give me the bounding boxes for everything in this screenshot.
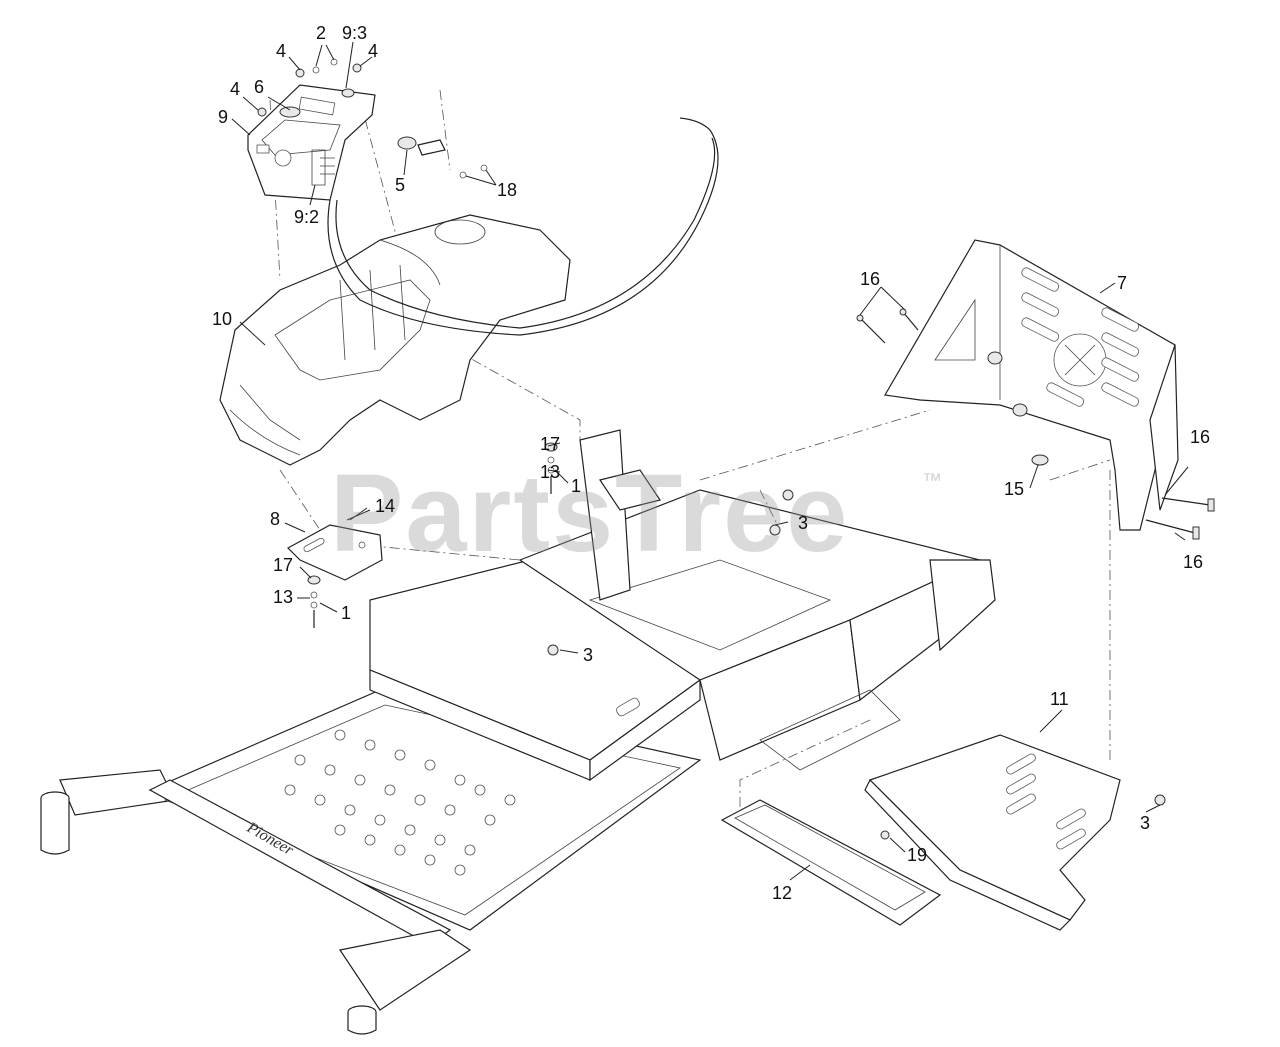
callout-label: 5 <box>395 175 406 195</box>
callout-label: 1 <box>571 476 582 496</box>
callout-label: 19 <box>907 845 928 865</box>
callout-label: 3 <box>798 513 809 533</box>
callout-label: 3 <box>1140 813 1151 833</box>
callout-label: 16 <box>1183 552 1204 572</box>
seat-mount-plate <box>884 239 1179 531</box>
panel-hardware <box>257 58 488 179</box>
trademark-symbol: ™ <box>922 470 942 492</box>
chassis-frame: Pioneer <box>40 429 996 1035</box>
console-fender <box>219 214 571 466</box>
callout-label: 9:2 <box>294 207 320 227</box>
callout-label: 16 <box>860 269 881 289</box>
mount-bracket <box>287 524 383 581</box>
callout-label: 18 <box>497 180 518 200</box>
callout-label: 4 <box>230 79 241 99</box>
callout-label: 13 <box>540 462 561 482</box>
control-panel <box>247 84 376 201</box>
callout-label: 3 <box>583 645 594 665</box>
callout-label: 2 <box>316 23 327 43</box>
callout-leaders <box>231 41 1189 881</box>
lower-plate <box>720 799 942 926</box>
callout-label: 8 <box>270 509 281 529</box>
callout-label: 9 <box>218 107 229 127</box>
callout-label: 4 <box>368 41 379 61</box>
callout-label: 7 <box>1117 273 1128 293</box>
callout-label: 17 <box>273 555 294 575</box>
callout-label: 9:3 <box>342 23 368 43</box>
callout-label: 10 <box>212 309 233 329</box>
callout-label: 15 <box>1004 479 1025 499</box>
control-cable <box>327 117 719 336</box>
footrest-plate <box>864 734 1121 931</box>
callout-label: 13 <box>273 587 294 607</box>
callout-label: 14 <box>375 496 396 516</box>
callout-label: 12 <box>772 883 793 903</box>
callout-label: 17 <box>540 434 561 454</box>
loose-hardware <box>307 308 1215 840</box>
callout-label: 1 <box>341 603 352 623</box>
partstree-watermark: PartsTree <box>330 452 850 575</box>
callout-label: 16 <box>1190 427 1211 447</box>
callout-label: 4 <box>276 41 287 61</box>
callout-label: 6 <box>254 77 265 97</box>
callout-label: 11 <box>1050 689 1069 709</box>
